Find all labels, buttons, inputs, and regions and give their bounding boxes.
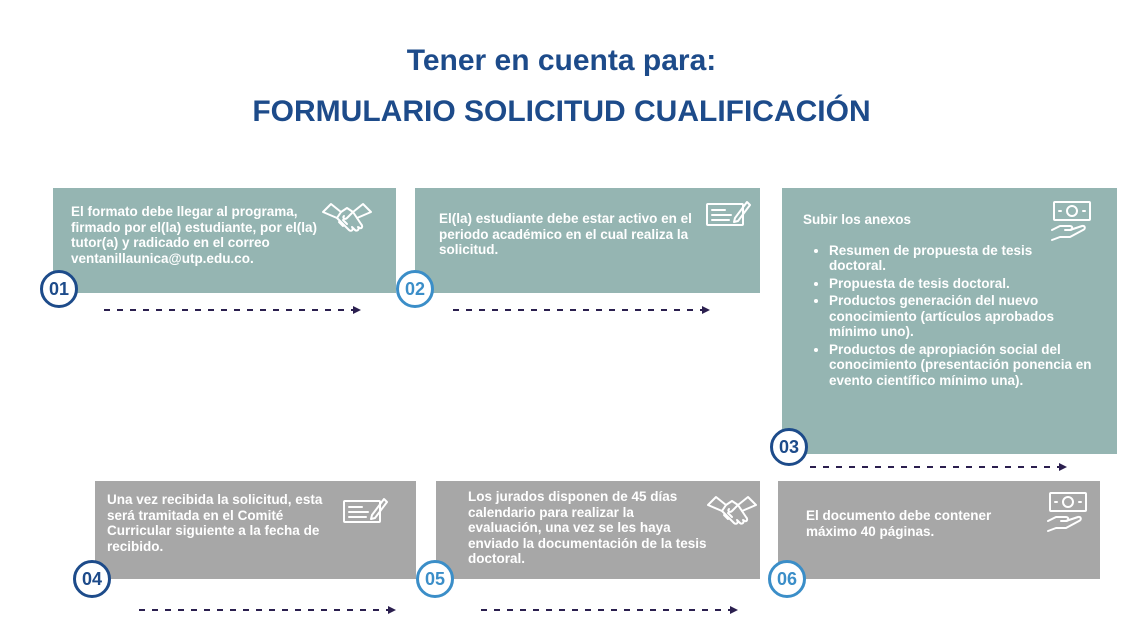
step-badge-05: 05 xyxy=(416,560,454,598)
check-form-icon xyxy=(705,198,751,228)
step-text-05: Los jurados disponen de 45 días calendar… xyxy=(468,489,707,566)
step-card-02: El(la) estudiante debe estar activo en e… xyxy=(415,188,760,293)
step-badge-06: 06 xyxy=(768,560,806,598)
step-card-04: Una vez recibida la solicitud, esta será… xyxy=(95,481,416,579)
annex-item: Productos generación del nuevo conocimie… xyxy=(829,293,1093,340)
step-card-01: El formato debe llegar al programa, firm… xyxy=(53,188,396,293)
step-arrow-03 xyxy=(810,462,1068,472)
step-text-01: El formato debe llegar al programa, firm… xyxy=(71,204,318,266)
step-text-04: Una vez recibida la solicitud, esta será… xyxy=(107,492,323,554)
handshake-icon xyxy=(706,491,758,533)
step-card-06: El documento debe contener máximo 40 pág… xyxy=(778,481,1100,579)
page-title-line-2: FORMULARIO SOLICITUD CUALIFICACIÓN xyxy=(252,95,871,128)
step-text-02: El(la) estudiante debe estar activo en e… xyxy=(439,211,692,257)
step-card-03: Subir los anexos Resumen de propuesta de… xyxy=(782,188,1117,454)
step-card-05: Los jurados disponen de 45 días calendar… xyxy=(436,481,760,579)
step-badge-02: 02 xyxy=(396,270,434,308)
step-arrow-02 xyxy=(453,305,711,315)
money-hand-icon xyxy=(1050,200,1094,242)
money-hand-icon xyxy=(1046,491,1090,533)
step-badge-03: 03 xyxy=(770,428,808,466)
page-title-line-1: Tener en cuenta para: xyxy=(406,44,717,77)
step-arrow-01 xyxy=(104,305,362,315)
step-badge-01: 01 xyxy=(40,270,78,308)
step-badge-04: 04 xyxy=(73,560,111,598)
annex-item: Productos de apropiación social del cono… xyxy=(829,342,1093,389)
check-form-icon xyxy=(342,495,388,525)
step-arrow-04 xyxy=(139,605,397,615)
annex-item: Propuesta de tesis doctoral. xyxy=(829,276,1093,292)
annex-list: Resumen de propuesta de tesis doctoral. … xyxy=(803,243,1093,389)
annex-heading: Subir los anexos xyxy=(803,212,912,227)
annex-item: Resumen de propuesta de tesis doctoral. xyxy=(829,243,1093,274)
step-text-06: El documento debe contener máximo 40 pág… xyxy=(806,508,992,539)
step-text-03: Subir los anexos Resumen de propuesta de… xyxy=(803,212,1093,390)
handshake-icon xyxy=(321,198,373,240)
step-arrow-05 xyxy=(481,605,739,615)
